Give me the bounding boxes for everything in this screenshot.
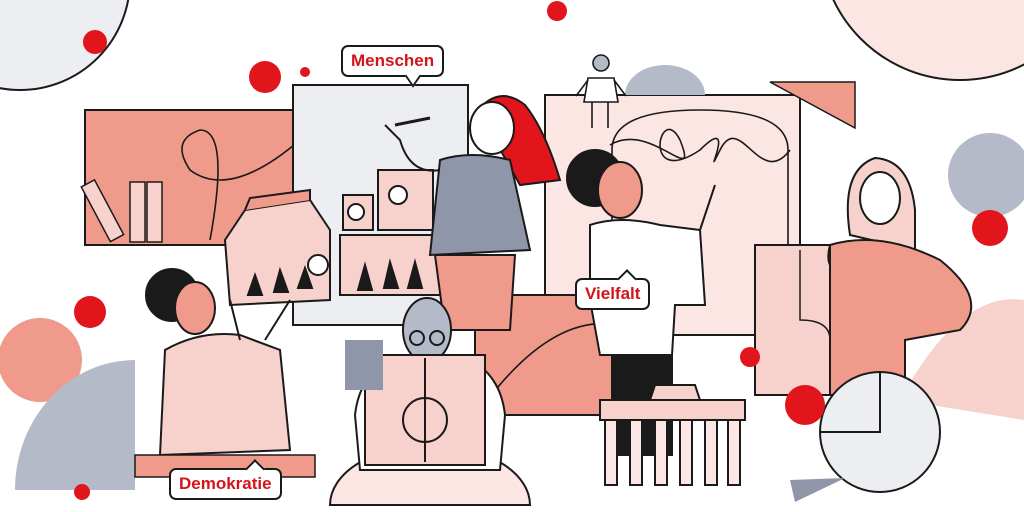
gate-icon xyxy=(599,384,746,486)
arch-shape xyxy=(611,109,789,330)
dome-shape xyxy=(625,65,705,95)
small-figure xyxy=(575,54,627,128)
reading-man xyxy=(328,297,532,506)
red-dot xyxy=(547,1,567,21)
label-demokratie-text: Demokratie xyxy=(179,474,272,493)
label-vielfalt-text: Vielfalt xyxy=(585,284,641,303)
salmon-circle-left xyxy=(0,318,82,402)
slate-triangle xyxy=(790,478,845,502)
red-hair-woman xyxy=(384,95,562,331)
curly-hair-person xyxy=(145,268,292,457)
label-demokratie: Demokratie xyxy=(169,459,282,500)
book-1 xyxy=(80,178,125,243)
spiral-line xyxy=(609,128,791,163)
label-menschen-text: Menschen xyxy=(351,51,435,70)
hijab-woman xyxy=(829,156,973,396)
book-3 xyxy=(146,181,163,243)
red-dot xyxy=(740,347,760,367)
top-right-circle xyxy=(832,0,1024,81)
grey-circle-right xyxy=(948,133,1024,217)
label-vielfalt: Vielfalt xyxy=(575,269,651,310)
red-dot xyxy=(74,296,106,328)
pink-hill-right xyxy=(900,299,1024,420)
top-left-circle xyxy=(0,0,130,91)
red-dot xyxy=(74,484,90,500)
red-dot xyxy=(785,385,825,425)
building-icon xyxy=(339,169,441,296)
red-dot xyxy=(83,30,107,54)
red-dot xyxy=(300,67,310,77)
red-dot xyxy=(249,61,281,93)
puzzle-piece-icon xyxy=(223,188,331,307)
book-2 xyxy=(129,181,146,243)
label-menschen: Menschen xyxy=(341,45,445,88)
grey-quarter-bottom xyxy=(820,372,881,433)
salmon-triangle xyxy=(769,81,856,130)
slate-square xyxy=(345,340,383,390)
panel-loop-line xyxy=(181,129,301,241)
red-dot xyxy=(972,210,1008,246)
grey-quarter-left xyxy=(15,360,135,490)
